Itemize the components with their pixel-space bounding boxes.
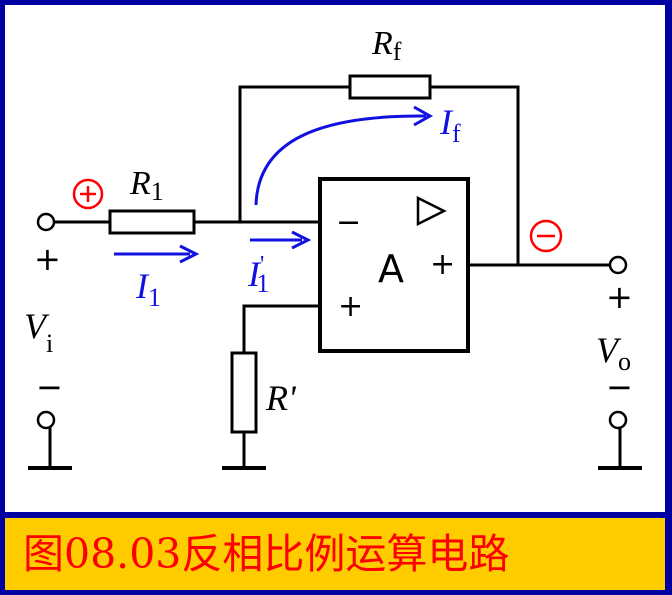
- wires: [48, 85, 622, 468]
- vi-minus-sign: −: [36, 368, 63, 406]
- vi-plus-sign: +: [34, 240, 61, 278]
- resistor-r1: [108, 209, 196, 235]
- terminals: [36, 212, 628, 430]
- vo-terminal-bottom: [608, 410, 628, 430]
- minus-polarity-icon: [529, 219, 563, 253]
- vo-label: Vo: [596, 330, 631, 376]
- figure-caption: 图08.03反相比例运算电路: [23, 530, 510, 578]
- i1p-label: I'1: [247, 252, 269, 298]
- polarity-markers: [72, 178, 563, 253]
- i1-label: I1: [135, 266, 161, 312]
- output-sign: +: [430, 247, 455, 282]
- if-arrow: [254, 114, 427, 206]
- current-arrows: [114, 105, 434, 264]
- noninverting-input-sign: +: [338, 289, 363, 324]
- vo-plus-sign: +: [606, 278, 633, 316]
- resistors: [108, 74, 432, 434]
- i1-arrowhead-icon: [179, 244, 200, 264]
- vo-terminal-top: [608, 255, 628, 275]
- noninverting-wire: [242, 304, 320, 353]
- amp-label: A: [378, 247, 404, 291]
- vo-minus-sign: −: [606, 368, 633, 406]
- rf-label: Rf: [371, 25, 402, 66]
- opamp-triangle-icon: [416, 195, 447, 227]
- r1-label: R1: [129, 165, 164, 206]
- if-arrowhead-icon: [413, 105, 434, 127]
- vi-terminal-bottom: [36, 410, 56, 430]
- opamp-box: [318, 177, 470, 353]
- resistor-rf: [348, 74, 432, 100]
- if-label: If: [439, 102, 461, 148]
- plus-polarity-icon: [72, 178, 104, 210]
- inverting-input-sign: −: [336, 205, 361, 240]
- rprime-label: R': [265, 378, 297, 418]
- vi-label: Vi: [24, 306, 53, 358]
- vi-terminal-top: [36, 212, 56, 232]
- feedback-wire-left: [238, 85, 350, 222]
- feedback-wire-right: [430, 85, 520, 265]
- resistor-rprime: [230, 351, 258, 434]
- caption-bar: 图08.03反相比例运算电路: [5, 518, 665, 590]
- i1p-arrowhead-icon: [291, 230, 312, 250]
